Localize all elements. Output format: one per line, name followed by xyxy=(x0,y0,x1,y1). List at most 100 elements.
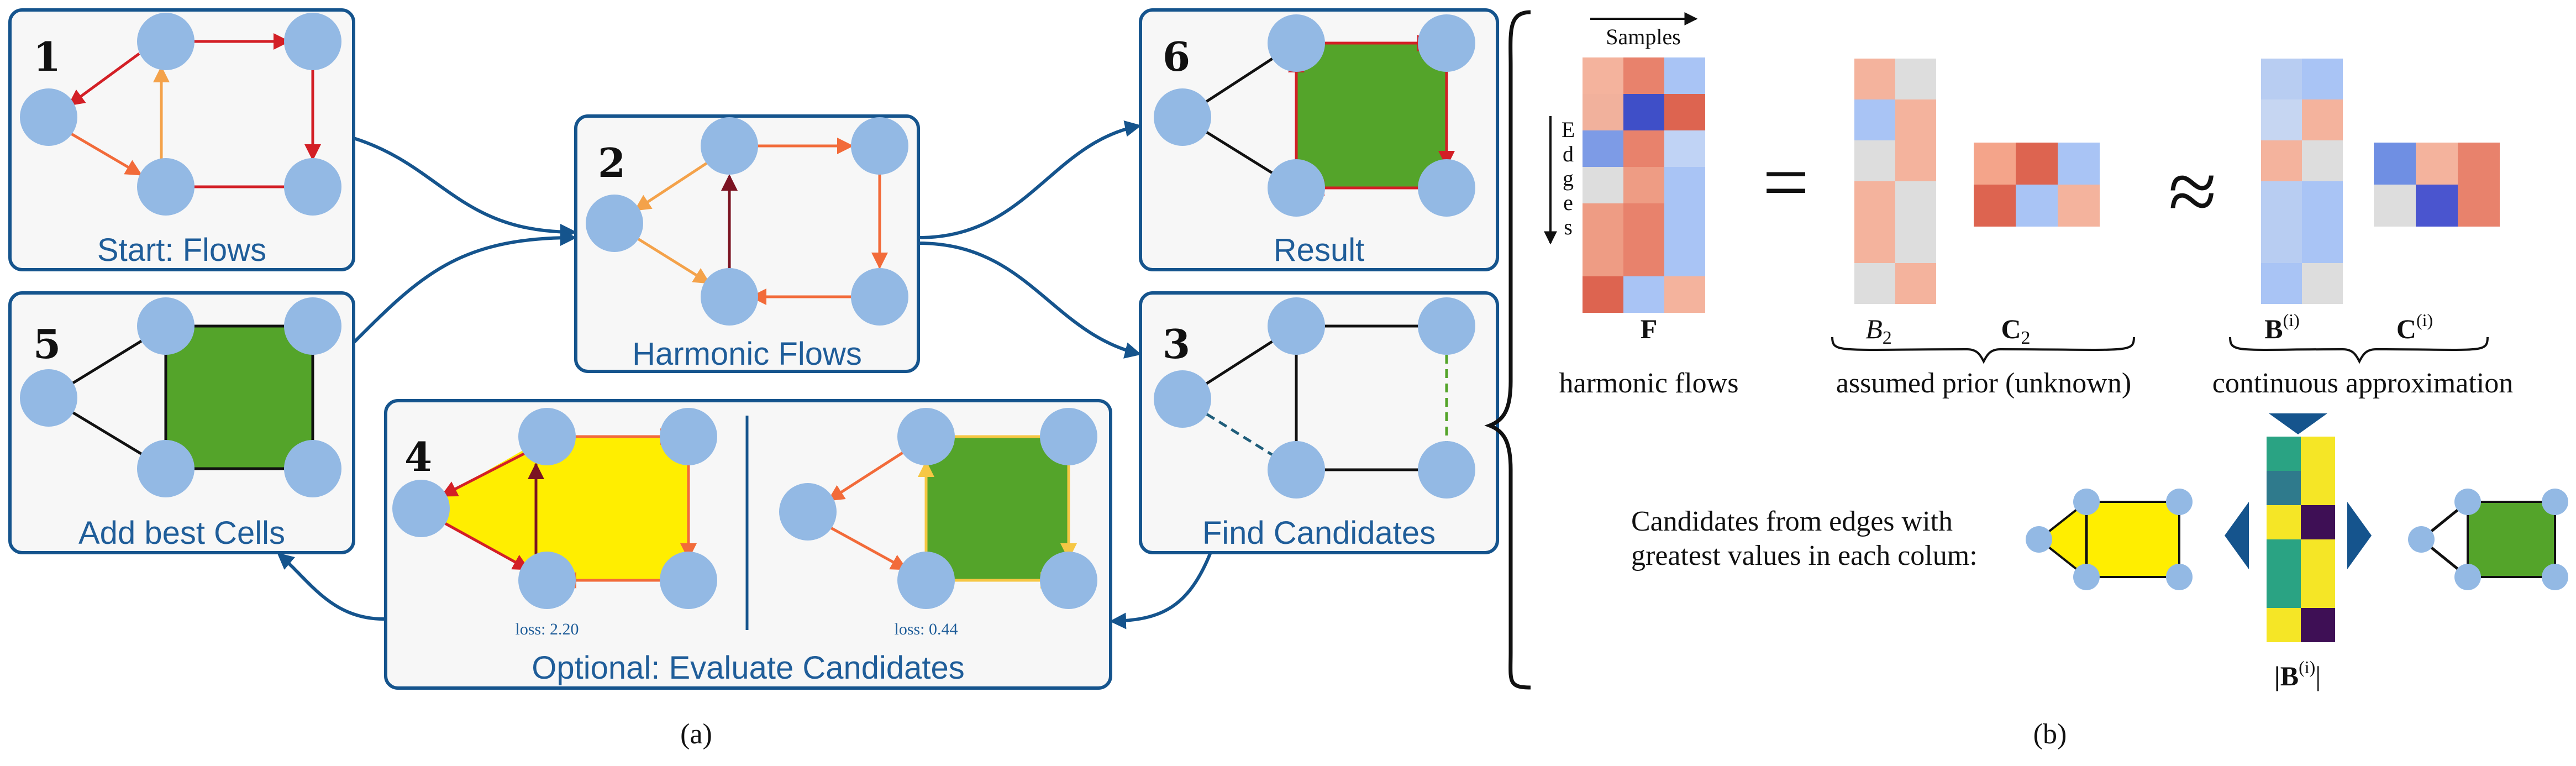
graph-node xyxy=(1154,88,1211,146)
graph-node xyxy=(851,117,908,175)
heatmap-cell xyxy=(1623,94,1664,130)
flow-edge xyxy=(66,130,143,176)
heatmap-cell xyxy=(1974,185,2016,227)
graph-node xyxy=(851,268,908,326)
panel-2-harmonic-flows: 2 Harmonic Flows xyxy=(574,114,920,373)
panel-5-number: 5 xyxy=(33,321,61,368)
arrow-2-to-3 xyxy=(918,242,1142,359)
graph-node xyxy=(20,369,77,427)
heatmap-cell xyxy=(1895,222,1936,263)
heatmap-cell xyxy=(1895,59,1936,99)
matrix-Ci-label: C(i) xyxy=(2396,310,2433,344)
arrow-3-to-4 xyxy=(1110,553,1212,629)
heatmap-Ci xyxy=(2374,143,2500,227)
graph-node xyxy=(284,297,341,355)
graph-node xyxy=(660,552,717,609)
candidate-cell-green xyxy=(926,437,1069,580)
graph-node xyxy=(2166,489,2193,515)
arrow-1-to-2 xyxy=(353,137,577,240)
right-triangle-icon xyxy=(2347,502,2372,569)
heatmap-cell xyxy=(2302,59,2343,99)
heatmap-cell xyxy=(1664,203,1705,240)
panel-6-result: 6 Result xyxy=(1139,8,1499,271)
heatmap-cell xyxy=(1583,57,1623,94)
heatmap-cell xyxy=(2301,471,2335,505)
approx-brace xyxy=(2229,337,2489,364)
panel-5-add-best-cells: 5 Add best Cells xyxy=(8,291,355,554)
graph-node xyxy=(2026,526,2052,553)
graph-node xyxy=(1154,370,1211,428)
filled-cell-green xyxy=(164,324,314,470)
panel-6-number: 6 xyxy=(1163,33,1190,80)
graph-node xyxy=(1268,297,1325,355)
graph-node xyxy=(2542,489,2568,515)
graph-node xyxy=(518,408,576,465)
workflow-arrows xyxy=(277,120,1212,629)
heatmap-cell xyxy=(2302,222,2343,263)
flow-edge xyxy=(440,449,530,497)
graph-node xyxy=(701,117,758,175)
heatmap-cell xyxy=(1583,94,1623,130)
heatmap-cell xyxy=(2302,263,2343,304)
heatmap-cell xyxy=(2261,263,2302,304)
graph-node xyxy=(518,552,576,609)
equals-sign: = xyxy=(1763,137,1810,228)
matrix-Bi-label: B(i) xyxy=(2264,310,2300,344)
graph-node xyxy=(701,268,758,326)
graph-node xyxy=(2408,526,2435,553)
heatmap-cell xyxy=(2267,471,2301,505)
graph-node xyxy=(1418,297,1475,355)
heatmap-cell xyxy=(1974,143,2016,185)
graph-node xyxy=(1418,14,1475,72)
heatmap-cell xyxy=(2302,99,2343,140)
heatmap-cell xyxy=(1664,167,1705,203)
heatmap-cell xyxy=(2016,143,2058,185)
heatmap-cell xyxy=(2261,59,2302,99)
matrix-factorization: Samples E d g e s F harmonic flows = B2 … xyxy=(1544,12,2568,691)
graph-node xyxy=(2166,564,2193,590)
graph-node xyxy=(2073,564,2100,590)
heatmap-cell xyxy=(1854,140,1895,181)
graph-node xyxy=(2073,489,2100,515)
candidates-text-line2: greatest values in each colum: xyxy=(1631,540,1978,571)
heatmap-cell xyxy=(1854,263,1895,304)
graph-node xyxy=(2542,564,2568,590)
heatmap-cell xyxy=(1583,167,1623,203)
filled-cell-green xyxy=(1296,43,1447,188)
edges-letter: g xyxy=(1563,166,1574,191)
edges-letter: s xyxy=(1564,214,1573,239)
graph-node xyxy=(1418,441,1475,499)
panel-5-caption: Add best Cells xyxy=(78,515,285,551)
prior-brace xyxy=(1831,337,2135,364)
graph-node xyxy=(586,195,643,252)
heatmap-cell xyxy=(2261,99,2302,140)
flow-edge xyxy=(827,524,908,571)
heatmap-cell xyxy=(1623,57,1664,94)
heatmap-cell xyxy=(1623,203,1664,240)
graph-node xyxy=(2454,489,2481,515)
heatmap-cell xyxy=(2058,185,2100,227)
flow-edge xyxy=(827,449,907,502)
graph-node xyxy=(20,88,77,146)
samples-label: Samples xyxy=(1606,24,1681,49)
graph-node xyxy=(897,552,955,609)
flow-edge xyxy=(633,235,711,285)
panel-2-caption: Harmonic Flows xyxy=(632,336,862,372)
matrix-F-caption: harmonic flows xyxy=(1559,368,1739,399)
arrow-5-to-2 xyxy=(352,229,577,344)
loss-label-right: loss: 0.44 xyxy=(894,620,958,638)
arrow-4-to-5 xyxy=(277,553,386,621)
heatmap-cell xyxy=(2302,181,2343,222)
heatmap-cell xyxy=(1623,276,1664,313)
heatmap-cell xyxy=(2416,143,2458,185)
heatmap-cell xyxy=(1623,167,1664,203)
heatmap-cell xyxy=(1664,130,1705,167)
panel-3-number: 3 xyxy=(1163,321,1190,368)
heatmap-cell xyxy=(2416,185,2458,227)
edges-letter: d xyxy=(1563,141,1574,166)
down-triangle-icon xyxy=(2269,413,2327,434)
heatmap-cell xyxy=(2374,143,2416,185)
graph-node xyxy=(1040,552,1097,609)
graph-node xyxy=(660,408,717,465)
graph-node xyxy=(137,440,194,497)
